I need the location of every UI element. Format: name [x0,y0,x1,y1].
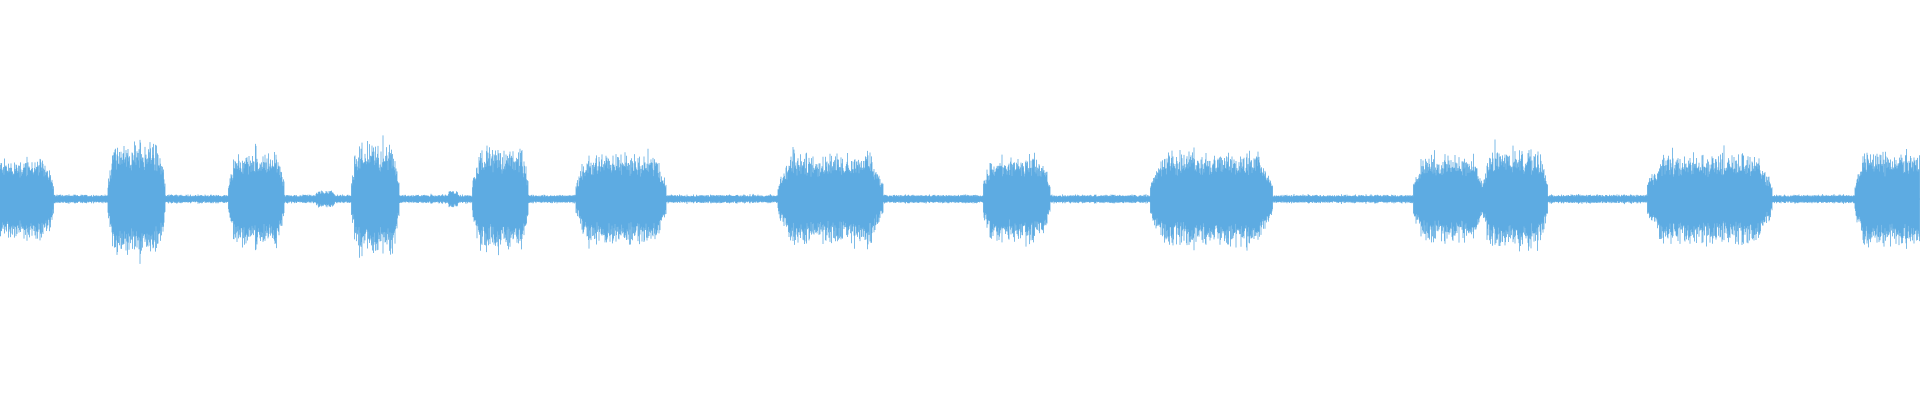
waveform-trace [0,135,1920,264]
